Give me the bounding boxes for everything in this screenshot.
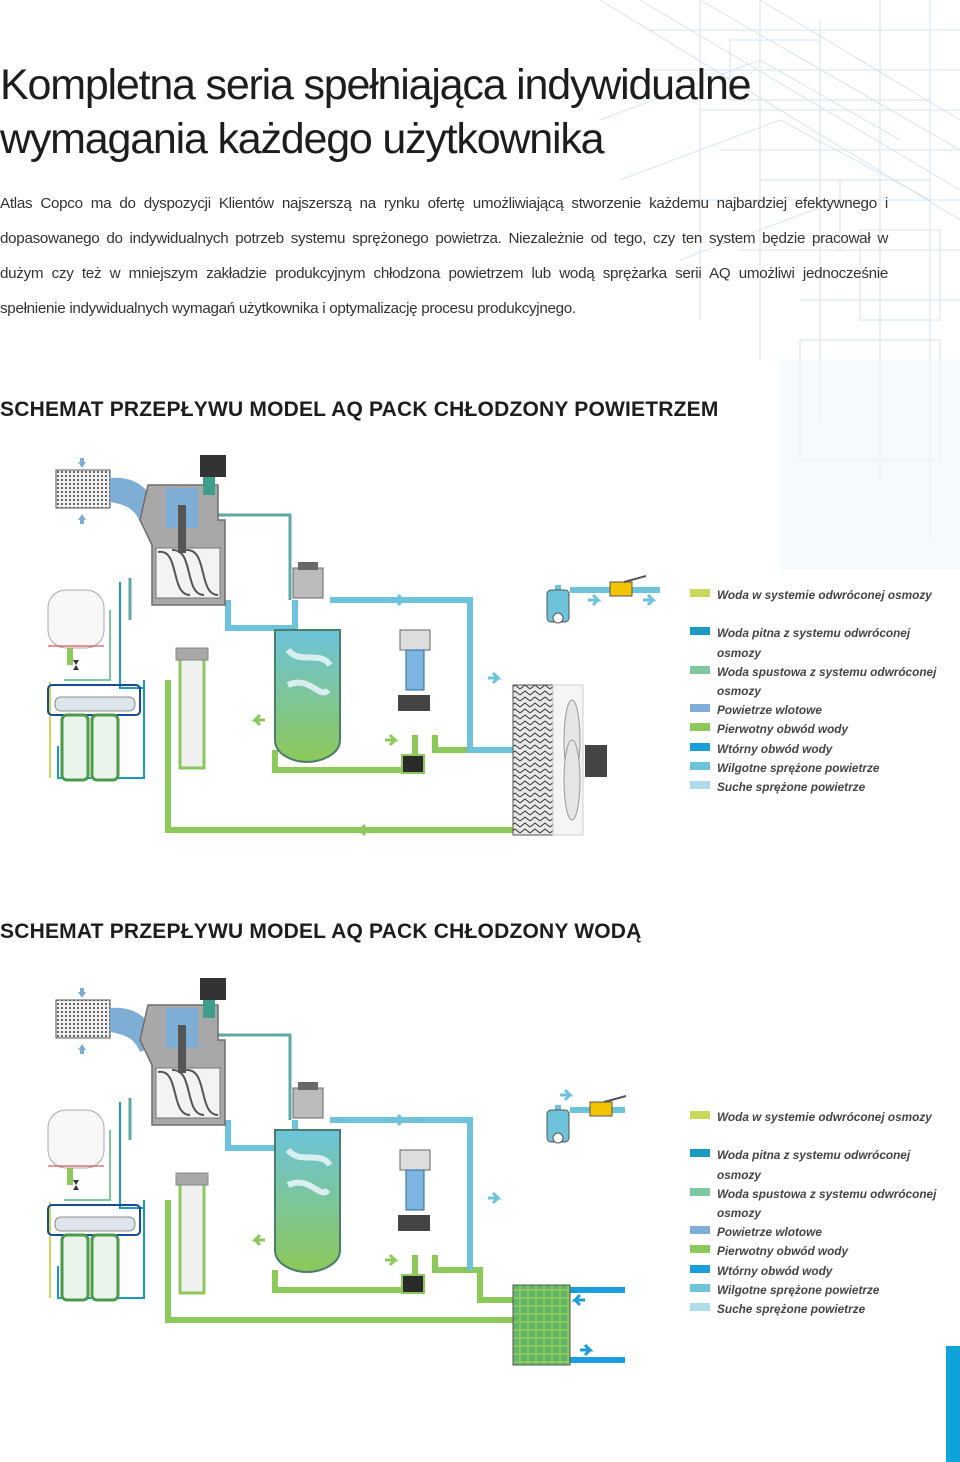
legend-item: Powietrze wlotowe	[690, 701, 940, 720]
legend-item: Powietrze wlotowe	[690, 1223, 940, 1242]
pump-head	[398, 695, 430, 711]
legend-item: Woda pitna z systemu odwróconej osmozy	[690, 1146, 940, 1184]
ro-filter-1	[60, 713, 90, 782]
page-heading-line-2: wymagania każdego użytkownika	[0, 115, 605, 163]
legend-item: Woda spustowa z systemu odwróconej osmoz…	[690, 663, 940, 701]
legend-swatch	[690, 1302, 710, 1311]
legend-swatch	[690, 1111, 710, 1119]
legend-swatch	[690, 742, 710, 751]
section-title-air-cooled: SCHEMAT PRZEPŁYWU MODEL AQ PACK CHŁODZON…	[0, 398, 719, 421]
legend-swatch	[690, 1226, 710, 1235]
legend-swatch	[690, 627, 710, 636]
legend-swatch	[690, 1149, 710, 1158]
water-separator-vessel	[274, 629, 341, 764]
legend-swatch	[690, 1187, 710, 1196]
flow-diagram-water-cooled	[47, 978, 627, 1366]
legend-item: Woda pitna z systemu odwróconej osmozy	[690, 624, 940, 662]
fan-motor	[585, 745, 607, 777]
legend-item: Suche sprężone powietrze	[690, 778, 940, 797]
legend-item: Wilgotne sprężone powietrze	[690, 1281, 940, 1300]
background-blueprint	[599, 0, 960, 570]
legend-water-cooled: Woda w systemie odwróconej osmozy Woda p…	[690, 1108, 940, 1319]
radiator	[512, 684, 554, 836]
legend-air-cooled: Woda w systemie odwróconej osmozy Woda p…	[690, 586, 940, 797]
page-heading-line-1: Kompletna seria spełniająca indywidualne	[0, 61, 752, 109]
section-title-water-cooled: SCHEMAT PRZEPŁYWU MODEL AQ PACK CHŁODZON…	[0, 920, 642, 943]
legend-swatch	[690, 704, 710, 713]
legend-swatch	[690, 1283, 710, 1292]
flow-diagram-air-cooled	[47, 455, 660, 837]
ro-filter-2	[90, 713, 120, 782]
legend-item: Suche sprężone powietrze	[690, 1300, 940, 1319]
legend-item: Woda w systemie odwróconej osmozy	[690, 1108, 940, 1146]
water-heat-exchanger	[512, 1284, 571, 1366]
ro-tank	[47, 589, 105, 649]
flow-arrows	[393, 593, 657, 685]
legend-item: Wtórny obwód wody	[690, 1262, 940, 1281]
legend-item: Woda spustowa z systemu odwróconej osmoz…	[690, 1185, 940, 1223]
side-accent-tab	[946, 1346, 960, 1462]
intro-paragraph: Atlas Copco ma do dyspozycji Klientów na…	[0, 195, 888, 317]
legend-item: Woda w systemie odwróconej osmozy	[690, 586, 940, 624]
motor-block	[200, 455, 226, 477]
legend-swatch	[690, 589, 710, 597]
legend-swatch	[690, 1264, 710, 1273]
legend-swatch	[690, 761, 710, 770]
page-heading: Kompletna seria spełniająca indywidualne…	[0, 58, 900, 166]
legend-swatch	[690, 1245, 710, 1254]
legend-item: Pierwotny obwód wody	[690, 1242, 940, 1261]
intake-filter	[55, 469, 111, 509]
legend-item: Wtórny obwód wody	[690, 740, 940, 759]
pump-motor	[399, 629, 431, 651]
legend-swatch	[690, 665, 710, 674]
water-filter	[178, 648, 206, 770]
legend-item: Pierwotny obwód wody	[690, 720, 940, 739]
legend-item: Wilgotne sprężone powietrze	[690, 759, 940, 778]
legend-swatch	[690, 723, 710, 732]
legend-swatch	[690, 780, 710, 789]
